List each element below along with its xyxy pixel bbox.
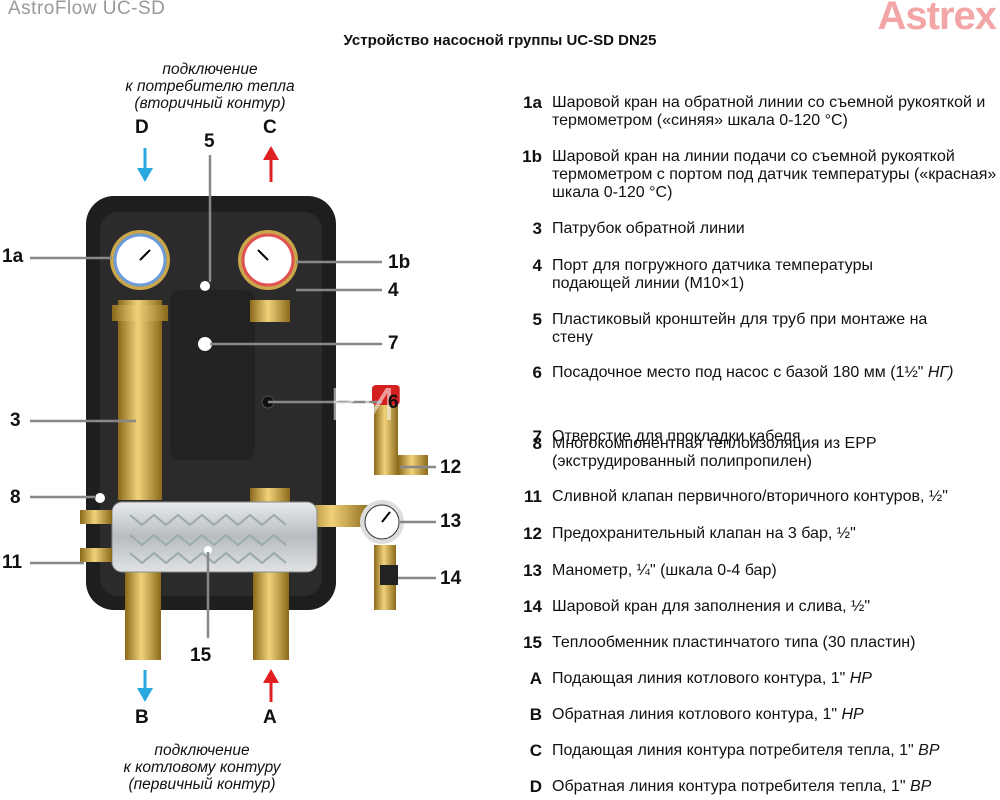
caption-line: (вторичный контур) bbox=[134, 95, 286, 112]
legend-num: 1a bbox=[523, 93, 542, 112]
caption-line: подключение bbox=[162, 61, 258, 78]
legend-item: 11 Сливной клапан первичного/вторичного к… bbox=[500, 488, 948, 506]
legend-item: 15 Теплообменник пластинчатого типа (30 п… bbox=[500, 634, 915, 652]
legend-num: 5 bbox=[532, 310, 542, 329]
arrow-b-icon bbox=[137, 670, 153, 702]
arrow-d-icon bbox=[137, 148, 153, 182]
return-pipe bbox=[118, 300, 162, 500]
top-caption: подключение к потребителю тепла (вторичн… bbox=[60, 61, 360, 112]
legend-text: Обратная линия котлового контура, 1" bbox=[552, 706, 842, 723]
legend-num: 11 bbox=[524, 487, 542, 506]
legend-text: Обратная линия контура потребителя тепла… bbox=[552, 778, 910, 795]
legend-num: 13 bbox=[523, 561, 542, 580]
legend-text: Сливной клапан первичного/вторичного кон… bbox=[552, 488, 948, 505]
legend-text: Шаровой кран для заполнения и слива, ½" bbox=[552, 598, 871, 615]
label-c: C bbox=[263, 117, 277, 138]
caption-line: (первичный контур) bbox=[128, 776, 276, 793]
legend-num: 14 bbox=[523, 597, 542, 616]
legend-num: 8 bbox=[532, 434, 542, 453]
heat-exchanger bbox=[111, 501, 318, 573]
legend-item: 13 Манометр, ¼" (шкала 0-4 бар) bbox=[500, 562, 777, 580]
legend-text-italic: НР bbox=[849, 670, 872, 687]
legend-text-italic: ВР bbox=[918, 742, 940, 759]
label-15: 15 bbox=[190, 645, 212, 666]
legend-num: B bbox=[529, 705, 542, 724]
page-title: Устройство насосной группы UC-SD DN25 bbox=[343, 32, 657, 49]
label-4: 4 bbox=[388, 280, 399, 301]
legend-text: Пластиковый кронштейн для труб при монта… bbox=[552, 311, 928, 346]
label-13: 13 bbox=[440, 511, 462, 532]
legend-item: 12 Предохранительный клапан на 3 бар, ½" bbox=[500, 525, 856, 543]
legend-text: Посадочное место под насос с базой 180 м… bbox=[552, 364, 928, 381]
safety-valve bbox=[372, 385, 400, 405]
thermometer-blue-gauge bbox=[110, 230, 170, 290]
legend-text: Патрубок обратной линии bbox=[552, 220, 745, 237]
brand-name: AstroFlow UC-SD bbox=[8, 0, 166, 19]
arrow-a-icon bbox=[263, 669, 279, 702]
legend-item: 5 Пластиковый кронштейн для труб при монт… bbox=[500, 311, 962, 347]
bottom-caption: подключение к котловому контуру (первичн… bbox=[52, 742, 352, 793]
legend-item: 3 Патрубок обратной линии bbox=[500, 220, 745, 238]
legend-text-italic: НГ) bbox=[927, 364, 954, 381]
watermark: ВИП ОТОПЛЕНИЕ bbox=[330, 378, 742, 430]
legend-item: 1a Шаровой кран на обратной линии со съем… bbox=[500, 94, 1000, 130]
legend-text: Отверстие для прокладки кабеля bbox=[552, 428, 801, 445]
legend-item: B Обратная линия котлового контура, 1" НР bbox=[500, 706, 864, 724]
legend-num: C bbox=[529, 741, 542, 760]
legend-item: 1b Шаровой кран на линии подачи со съемно… bbox=[500, 148, 1000, 202]
label-12: 12 bbox=[440, 457, 462, 478]
legend-num: 4 bbox=[532, 256, 542, 275]
label-6: 6 bbox=[388, 392, 399, 413]
legend-num: 6 bbox=[532, 363, 542, 382]
legend-text-italic: НР bbox=[841, 706, 864, 723]
legend-item: 7 Отверстие для прокладки кабеля bbox=[500, 427, 801, 446]
label-a: A bbox=[263, 707, 277, 728]
legend-item: 4 Порт для погружного датчика температуры… bbox=[500, 257, 932, 293]
label-1b: 1b bbox=[388, 252, 411, 273]
legend-text: Многокомпонентная теплоизоляция из EPP (… bbox=[552, 435, 877, 470]
legend-text: Подающая линия контура потребителя тепла… bbox=[552, 742, 919, 759]
label-1a: 1a bbox=[2, 246, 24, 267]
label-8: 8 bbox=[10, 487, 21, 508]
legend-item: 6 Посадочное место под насос с базой 180 … bbox=[500, 364, 954, 382]
caption-line: к котловому контуру bbox=[123, 759, 281, 776]
legend-num: A bbox=[529, 669, 542, 688]
legend-text: Теплообменник пластинчатого типа (30 пла… bbox=[552, 634, 916, 651]
legend-item: 8 Многокомпонентная теплоизоляция из EPP … bbox=[500, 435, 952, 471]
legend-num: 1b bbox=[522, 147, 542, 166]
legend-num: 7 bbox=[532, 427, 542, 446]
label-14: 14 bbox=[440, 568, 462, 589]
manometer-gauge bbox=[360, 500, 404, 544]
legend-text: Манометр, ¼" (шкала 0-4 бар) bbox=[552, 562, 777, 579]
pump-group-diagram bbox=[30, 146, 436, 702]
legend: 1a Шаровой кран на обратной линии со съем… bbox=[500, 0, 1000, 800]
legend-num: 15 bbox=[523, 633, 542, 652]
label-d: D bbox=[135, 117, 149, 138]
label-7: 7 bbox=[388, 333, 399, 354]
arrow-c-icon bbox=[263, 146, 279, 182]
caption-line: к потребителю тепла bbox=[125, 78, 295, 95]
legend-num: 3 bbox=[532, 219, 542, 238]
legend-item: D Обратная линия контура потребителя тепл… bbox=[500, 777, 932, 796]
thermometer-red-gauge bbox=[238, 230, 298, 290]
legend-text: Шаровой кран на линии подачи со съемной … bbox=[552, 148, 997, 201]
legend-item: A Подающая линия котлового контура, 1" НР bbox=[500, 670, 872, 688]
legend-text-italic: ВР bbox=[909, 778, 932, 795]
legend-num: D bbox=[529, 777, 542, 796]
legend-item: C Подающая линия контура потребителя тепл… bbox=[500, 742, 940, 760]
legend-text: Предохранительный клапан на 3 бар, ½" bbox=[552, 525, 856, 542]
label-3: 3 bbox=[10, 410, 21, 431]
astrex-logo: Astrex bbox=[877, 0, 997, 38]
legend-text: Порт для погружного датчика температуры … bbox=[552, 257, 874, 292]
legend-num: 12 bbox=[523, 524, 542, 543]
legend-text: Подающая линия котлового контура, 1" bbox=[552, 670, 850, 687]
legend-item: 14 Шаровой кран для заполнения и слива, ½… bbox=[500, 598, 870, 616]
caption-line: подключение bbox=[154, 742, 250, 759]
legend-text: Шаровой кран на обратной линии со съемно… bbox=[552, 94, 986, 129]
label-5: 5 bbox=[204, 131, 215, 152]
label-b: B bbox=[135, 707, 149, 728]
label-11: 11 bbox=[2, 552, 23, 573]
